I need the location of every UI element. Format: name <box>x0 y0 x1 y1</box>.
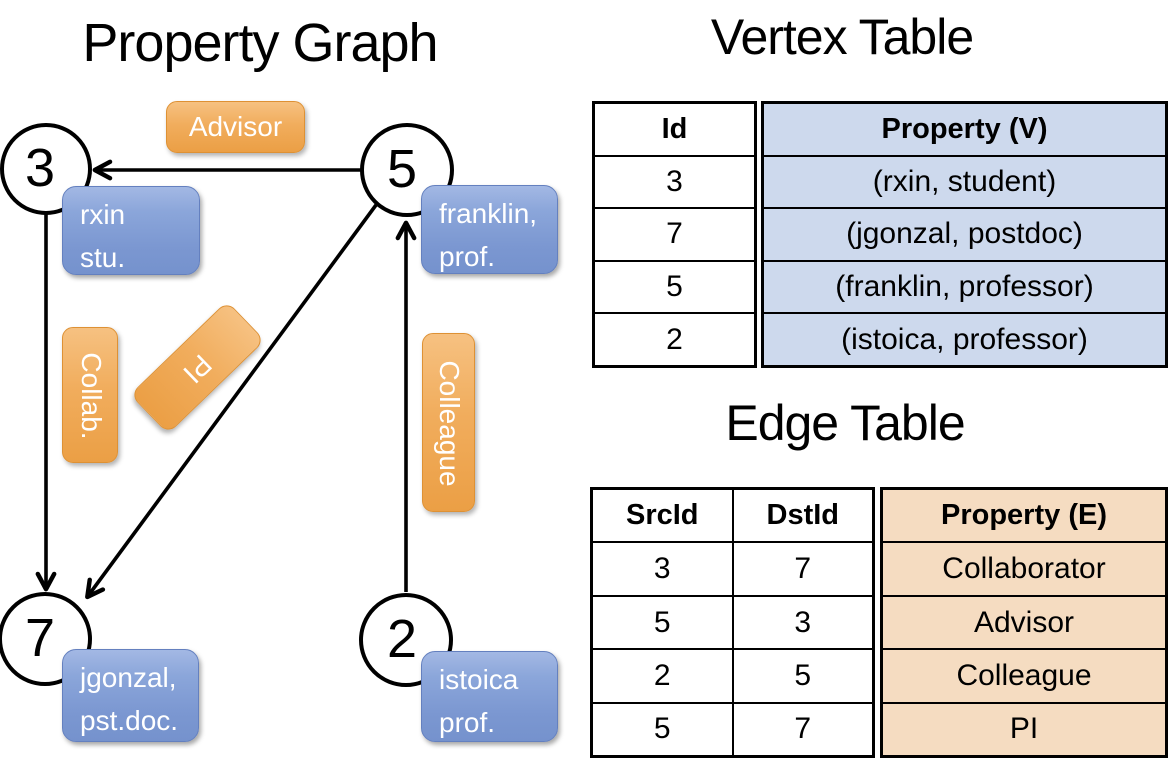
node-id-3: 3 <box>24 138 56 198</box>
property-graph-drawing <box>0 123 454 687</box>
vertex-card-line: franklin, <box>439 198 538 229</box>
vertex-card-line: prof. <box>439 240 496 272</box>
vertex-table-cell: (rxin, student) <box>764 154 1165 208</box>
edge-table-cell: 2 <box>593 648 732 701</box>
vertex-card-line: stu. <box>80 241 126 273</box>
edge-label-colleague-text: Colleague <box>434 360 466 487</box>
edge-table-cell: 3 <box>593 541 732 594</box>
vertex-table-cell: 3 <box>595 154 754 208</box>
vertex-table-property-column: Property (V) (rxin, student) (jgonzal, p… <box>761 101 1168 368</box>
edge-table-header-dstid: DstId <box>766 499 840 532</box>
edge-5-to-7 <box>85 203 378 600</box>
edge-table-cell: PI <box>883 701 1165 755</box>
edge-table-header-property: Property (E) <box>941 499 1107 532</box>
node-id-7: 7 <box>24 608 56 668</box>
vertex-table-cell: (jgonzal, postdoc) <box>764 207 1165 260</box>
edge-label-collab: Collab. <box>62 327 118 463</box>
vertex-card-line: istoica <box>439 664 519 695</box>
edge-table-cell: 5 <box>733 648 872 701</box>
edge-table-cell: 7 <box>733 701 872 755</box>
edge-table-id-columns: SrcId 3 5 2 5 DstId 7 3 5 7 <box>590 487 875 758</box>
vertex-card-rxin: rxin stu. <box>62 186 200 275</box>
vertex-card-jgonzal: jgonzal, pst.doc. <box>62 649 199 742</box>
edge-label-collab-text: Collab. <box>76 352 107 440</box>
vertex-table-cell: (istoica, professor) <box>764 312 1165 365</box>
vertex-table-cell: 2 <box>595 312 754 365</box>
edge-table-cell: Collaborator <box>883 541 1165 594</box>
edge-table-property-column: Property (E) Collaborator Advisor Collea… <box>880 487 1168 758</box>
edge-table-cell: 5 <box>593 594 732 648</box>
edge-table-dstid-column: DstId 7 3 5 7 <box>731 490 872 755</box>
property-graph-title: Property Graph <box>82 13 438 73</box>
edge-table-cell: 7 <box>733 541 872 594</box>
vertex-card-franklin: franklin, prof. <box>421 185 558 274</box>
edge-table-title: Edge Table <box>725 395 965 451</box>
vertex-table-title: Vertex Table <box>710 9 974 65</box>
vertex-table-cell: (franklin, professor) <box>764 259 1165 313</box>
node-id-2: 2 <box>386 609 418 669</box>
edge-label-advisor: Advisor <box>166 101 305 153</box>
vertex-table-cell: 5 <box>595 259 754 313</box>
vertex-card-line: rxin <box>80 199 126 230</box>
vertex-table-id-column: Id 3 7 5 2 <box>592 101 757 368</box>
vertex-card-line: pst.doc. <box>80 704 179 736</box>
edge-table-cell: 5 <box>593 701 732 755</box>
vertex-table-header-id: Id <box>661 112 688 145</box>
edge-table-srcid-column: SrcId 3 5 2 5 <box>593 490 732 755</box>
edge-table-header-srcid: SrcId <box>625 499 699 532</box>
vertex-card-istoica: istoica prof. <box>421 651 558 742</box>
vertex-table-cell: 7 <box>595 207 754 260</box>
edge-label-colleague: Colleague <box>422 333 475 512</box>
edge-table-cell: Colleague <box>883 648 1165 701</box>
vertex-card-line: prof. <box>439 706 496 738</box>
edge-table-cell: Advisor <box>883 594 1165 648</box>
vertex-card-line: jgonzal, <box>80 662 177 693</box>
vertex-table: Id 3 7 5 2 Property (V) (rxin, student) … <box>592 101 1168 368</box>
node-id-5: 5 <box>386 139 418 199</box>
edge-table-cell: 3 <box>733 594 872 648</box>
edge-table: SrcId 3 5 2 5 DstId 7 3 5 7 Property (E)… <box>590 487 1168 758</box>
vertex-table-header-property: Property (V) <box>881 112 1048 145</box>
